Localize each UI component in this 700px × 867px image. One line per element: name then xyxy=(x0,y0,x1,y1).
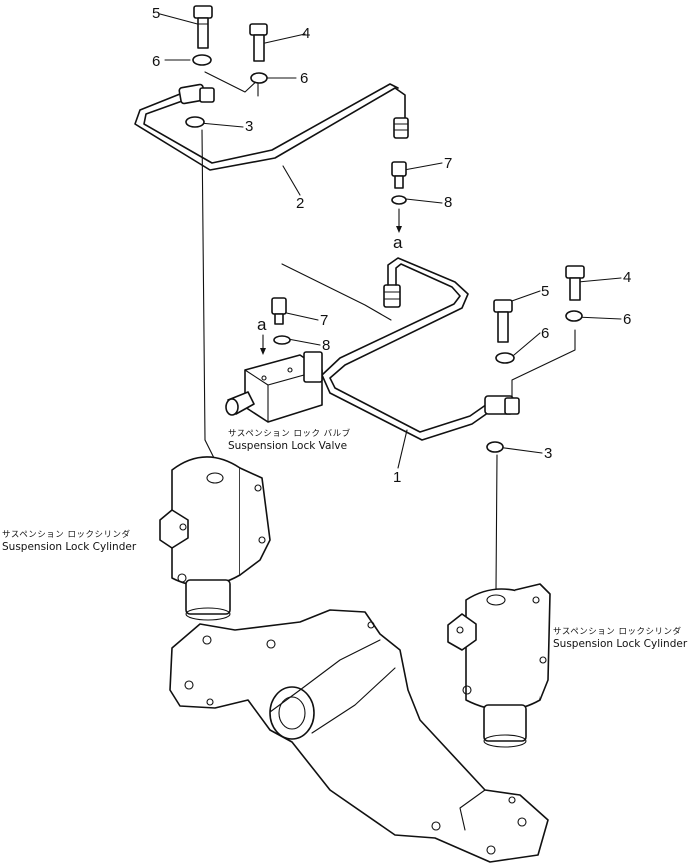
callout-5-right: 5 xyxy=(541,283,550,300)
callout-7-valve: 7 xyxy=(320,312,329,329)
callout-1-tube: 1 xyxy=(393,469,402,486)
callout-5-top-left: 5 xyxy=(152,5,161,22)
callout-8-valve: 8 xyxy=(322,337,331,354)
washer-6-right-upper xyxy=(566,311,582,321)
callout-6-top-left: 6 xyxy=(152,53,161,70)
bolt-5-top-left xyxy=(194,6,212,48)
washer-6-top-mid xyxy=(251,73,267,83)
callout-3-upper: 3 xyxy=(245,118,254,135)
suspension-lock-valve xyxy=(226,352,322,422)
callout-6-right-lower: 6 xyxy=(541,325,550,342)
o-ring-3-upper xyxy=(186,117,204,127)
callout-7-upper: 7 xyxy=(444,155,453,172)
o-ring-8-valve xyxy=(274,336,290,344)
caption-cylinder-right-en: Suspension Lock Cylinder xyxy=(553,637,688,650)
caption-valve-jp: サスペンション ロック バルブ xyxy=(228,429,351,439)
tube-1-lower xyxy=(322,258,519,440)
leader-lines xyxy=(160,14,621,590)
bolt-4-right xyxy=(566,266,584,300)
bolt-4-top-mid xyxy=(250,24,267,61)
callout-6-right-upper: 6 xyxy=(623,311,632,328)
callout-a-upper: a xyxy=(393,233,403,252)
bolt-5-right xyxy=(494,300,512,342)
caption-suspension-lock-valve: サスペンション ロック バルブ Suspension Lock Valve xyxy=(228,429,351,452)
caption-cylinder-right: サスペンション ロックシリンダ Suspension Lock Cylinder xyxy=(553,627,688,650)
caption-valve-en: Suspension Lock Valve xyxy=(228,439,348,452)
axle-bracket xyxy=(170,610,548,862)
suspension-lock-cylinder-right xyxy=(448,584,550,747)
washer-6-top-left xyxy=(193,55,211,65)
o-ring-8-upper xyxy=(392,196,406,204)
callout-2-tube: 2 xyxy=(296,195,305,212)
callout-6-top-mid: 6 xyxy=(300,70,309,87)
tube-2-upper xyxy=(135,84,408,170)
caption-cylinder-left-en: Suspension Lock Cylinder xyxy=(2,540,137,553)
caption-cylinder-left-jp: サスペンション ロックシリンダ xyxy=(2,530,131,540)
callout-4-right: 4 xyxy=(623,269,632,286)
callout-3-lower: 3 xyxy=(544,445,553,462)
fitting-7-upper xyxy=(392,162,406,188)
suspension-lock-cylinder-left xyxy=(160,457,270,620)
o-ring-3-lower xyxy=(487,442,503,452)
caption-cylinder-right-jp: サスペンション ロックシリンダ xyxy=(553,627,682,637)
callout-8-upper: 8 xyxy=(444,194,453,211)
callout-a-valve: a xyxy=(257,315,267,334)
washer-6-right-lower xyxy=(496,353,514,363)
callout-4-top-mid: 4 xyxy=(302,25,311,42)
caption-cylinder-left: サスペンション ロックシリンダ Suspension Lock Cylinder xyxy=(2,530,137,553)
fitting-7-valve xyxy=(272,298,286,324)
